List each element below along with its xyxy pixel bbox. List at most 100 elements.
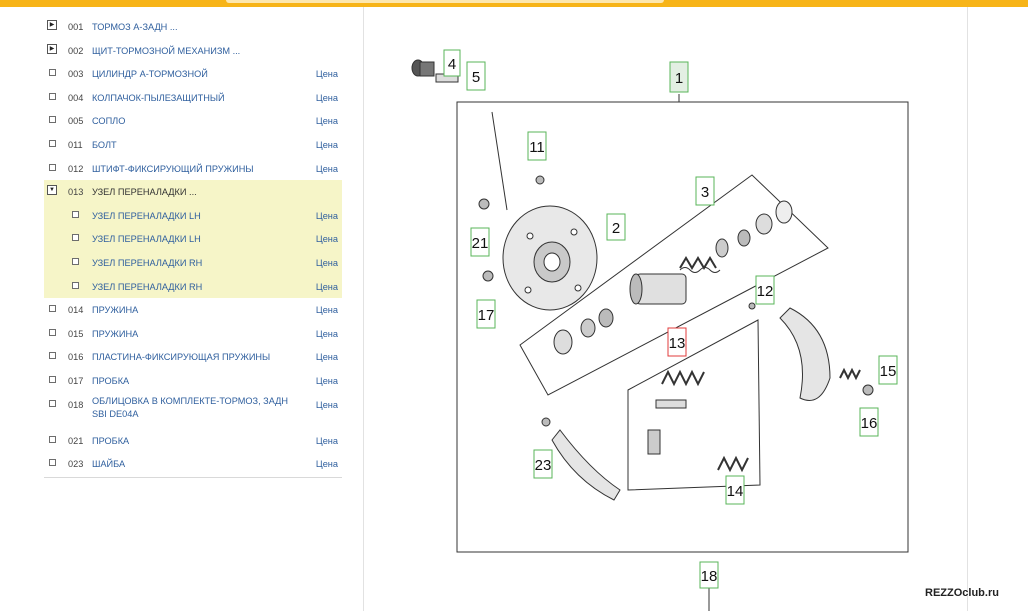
part-name-link[interactable]: БОЛТ <box>92 139 117 150</box>
part-checkbox[interactable] <box>49 352 56 360</box>
svg-text:15: 15 <box>880 363 897 380</box>
callout-3[interactable]: 3 <box>695 176 715 206</box>
part-row[interactable]: 015 ПРУЖИНА Цена <box>44 322 342 346</box>
part-row[interactable]: 012 ШТИФТ-ФИКСИРУЮЩИЙ ПРУЖИНЫ Цена <box>44 157 342 181</box>
part-checkbox[interactable] <box>49 459 56 467</box>
part-checkbox[interactable] <box>49 328 56 336</box>
sub-part-row[interactable]: УЗЕЛ ПЕРЕНАЛАДКИ RH Цена <box>44 275 342 299</box>
price-link[interactable]: Цена <box>315 375 338 386</box>
price-link[interactable]: Цена <box>315 257 338 268</box>
callout-5[interactable]: 5 <box>466 61 486 91</box>
svg-text:4: 4 <box>448 56 456 73</box>
part-checkbox[interactable] <box>49 116 56 124</box>
part-row[interactable]: 018 ОБЛИЦОВКА В КОМПЛЕКТЕ-ТОРМОЗ, ЗАДН S… <box>44 393 342 429</box>
part-row[interactable]: 005 СОПЛО Цена <box>44 109 342 133</box>
part-name-link[interactable]: ШАЙБА <box>92 459 126 470</box>
part-row[interactable]: 016 ПЛАСТИНА-ФИКСИРУЮЩАЯ ПРУЖИНЫ Цена <box>44 345 342 369</box>
part-name-link[interactable]: ТОРМОЗ А-ЗАДН ... <box>92 22 178 32</box>
callout-16[interactable]: 16 <box>859 407 879 437</box>
callout-23[interactable]: 23 <box>533 449 553 479</box>
part-name-link[interactable]: УЗЕЛ ПЕРЕНАЛАДКИ LH <box>92 210 201 221</box>
callout-18[interactable]: 18 <box>699 561 719 589</box>
price-link[interactable]: Цена <box>315 116 338 127</box>
part-checkbox[interactable] <box>49 139 56 147</box>
part-name-link[interactable]: ШТИФТ-ФИКСИРУЮЩИЙ ПРУЖИНЫ <box>92 163 254 174</box>
price-link[interactable]: Цена <box>315 210 338 221</box>
price-link[interactable]: Цена <box>315 163 338 174</box>
callout-17[interactable]: 17 <box>476 299 496 329</box>
part-checkbox[interactable] <box>49 435 56 443</box>
part-row[interactable]: 023 ШАЙБА Цена <box>44 452 342 476</box>
part-row[interactable]: ▶ 001 ТОРМОЗ А-ЗАДН ... <box>44 15 342 39</box>
part-checkbox[interactable] <box>72 234 79 242</box>
price-link[interactable]: Цена <box>315 69 338 80</box>
list-divider <box>44 477 342 478</box>
part-checkbox[interactable] <box>49 92 56 100</box>
expand-icon[interactable]: ▶ <box>47 43 57 54</box>
part-checkbox[interactable] <box>49 69 56 77</box>
sub-part-row[interactable]: УЗЕЛ ПЕРЕНАЛАДКИ LH Цена <box>44 204 342 228</box>
parts-list: ▶ 001 ТОРМОЗ А-ЗАДН ... ▶ 002 ЩИТ-ТОРМОЗ… <box>44 15 342 476</box>
price-link[interactable]: Цена <box>315 435 338 446</box>
part-checkbox[interactable] <box>49 305 56 313</box>
part-code: 023 <box>68 459 84 470</box>
callout-4[interactable]: 4 <box>443 49 461 77</box>
part-name-link[interactable]: ПРОБКА <box>92 435 130 446</box>
part-name-link[interactable]: УЗЕЛ ПЕРЕНАЛАДКИ RH <box>92 281 203 292</box>
sub-part-row[interactable]: УЗЕЛ ПЕРЕНАЛАДКИ LH Цена <box>44 227 342 251</box>
callout-14[interactable]: 14 <box>725 475 745 505</box>
callout-13[interactable]: 13 <box>667 327 687 357</box>
part-name-link[interactable]: УЗЕЛ ПЕРЕНАЛАДКИ LH <box>92 234 201 245</box>
part-name-link[interactable]: ЩИТ-ТОРМОЗНОЙ МЕХАНИЗМ ... <box>92 45 241 56</box>
part-checkbox[interactable] <box>49 375 56 383</box>
price-link[interactable]: Цена <box>315 399 338 410</box>
price-link[interactable]: Цена <box>315 92 338 103</box>
price-link[interactable]: Цена <box>315 305 338 316</box>
price-link[interactable]: Цена <box>315 281 338 292</box>
part-name-link[interactable]: ЦИЛИНДР А-ТОРМОЗНОЙ <box>92 69 208 80</box>
part-row[interactable]: ▶ 002 ЩИТ-ТОРМОЗНОЙ МЕХАНИЗМ ... <box>44 39 342 63</box>
callout-12[interactable]: 12 <box>755 275 775 305</box>
part-row[interactable]: 011 БОЛТ Цена <box>44 133 342 157</box>
part-name-link[interactable]: ПРУЖИНА <box>92 305 139 316</box>
part-name-link[interactable]: КОЛПАЧОК-ПЫЛЕЗАЩИТНЫЙ <box>92 92 225 103</box>
part-checkbox[interactable] <box>49 163 56 171</box>
price-link[interactable]: Цена <box>315 234 338 245</box>
part-checkbox[interactable] <box>72 257 79 265</box>
part-name-link[interactable]: СОПЛО <box>92 116 126 127</box>
callout-15[interactable]: 15 <box>878 355 898 385</box>
part-row[interactable]: 004 КОЛПАЧОК-ПЫЛЕЗАЩИТНЫЙ Цена <box>44 86 342 110</box>
expand-icon[interactable]: ▶ <box>47 20 57 30</box>
exploded-parts-diagram: 1 2 3 4 5 11 12 13 14 15 16 17 18 21 23 <box>411 49 909 611</box>
part-row[interactable]: 014 ПРУЖИНА Цена <box>44 298 342 322</box>
part-name-link[interactable]: УЗЕЛ ПЕРЕНАЛАДКИ RH <box>92 257 203 268</box>
callout-11[interactable]: 11 <box>527 131 547 161</box>
part-checkbox[interactable] <box>49 399 56 407</box>
part-code: 014 <box>68 305 84 316</box>
part-name-link[interactable]: ОБЛИЦОВКА В КОМПЛЕКТЕ-ТОРМОЗ, ЗАДН SBI D… <box>92 395 289 420</box>
price-link[interactable]: Цена <box>315 139 338 150</box>
sub-part-row[interactable]: УЗЕЛ ПЕРЕНАЛАДКИ RH Цена <box>44 251 342 275</box>
part-group-name[interactable]: УЗЕЛ ПЕРЕНАЛАДКИ ... <box>92 187 197 198</box>
price-link[interactable]: Цена <box>315 352 338 363</box>
spring-parts <box>661 256 861 473</box>
part-row[interactable]: 021 ПРОБКА Цена <box>44 429 342 453</box>
price-link[interactable]: Цена <box>315 328 338 339</box>
callout-1[interactable]: 1 <box>669 61 689 93</box>
part-checkbox[interactable] <box>72 281 79 289</box>
price-link[interactable]: Цена <box>315 459 338 470</box>
part-name-link[interactable]: ПРОБКА <box>92 375 130 386</box>
collapse-icon[interactable]: ▼ <box>47 185 57 196</box>
part-code: 005 <box>68 116 84 127</box>
callout-21[interactable]: 21 <box>470 227 490 257</box>
callout-2[interactable]: 2 <box>606 213 626 241</box>
part-name-link[interactable]: ПЛАСТИНА-ФИКСИРУЮЩАЯ ПРУЖИНЫ <box>92 352 271 363</box>
part-group-row[interactable]: ▼ 013 УЗЕЛ ПЕРЕНАЛАДКИ ... <box>44 180 342 204</box>
part-name-link[interactable]: ПРУЖИНА <box>92 328 139 339</box>
callout-labels: 1 2 3 4 5 11 12 13 14 15 16 17 18 21 23 <box>443 49 898 589</box>
part-row[interactable]: 003 ЦИЛИНДР А-ТОРМОЗНОЙ Цена <box>44 62 342 86</box>
panel-divider <box>363 7 364 611</box>
svg-text:2: 2 <box>612 220 620 237</box>
part-checkbox[interactable] <box>72 210 79 218</box>
part-row[interactable]: 017 ПРОБКА Цена <box>44 369 342 393</box>
